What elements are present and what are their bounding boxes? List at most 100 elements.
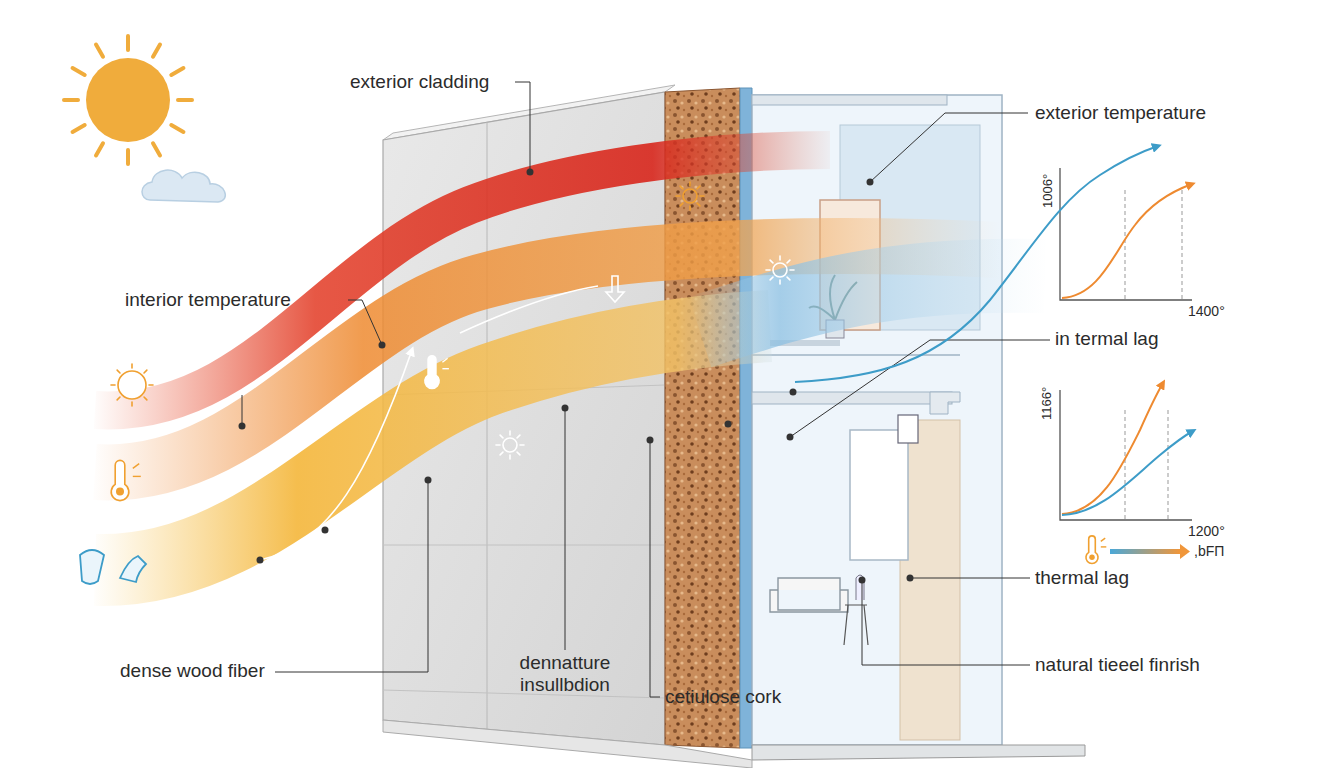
lag-chart-top-part [1062, 184, 1192, 298]
part-label: exterior cladding [350, 71, 489, 93]
sun-icon [766, 256, 794, 284]
part-label: exterior temperature [1035, 102, 1206, 124]
lag-chart-top-part [795, 146, 1158, 382]
sun-icon [111, 364, 153, 406]
sun-icon-part [149, 384, 153, 386]
lag-chart-bottom [1060, 383, 1193, 559]
lag-chart-bottom-part [1125, 410, 1126, 520]
thermometer-icon-part [1089, 555, 1095, 561]
wall-section-part [740, 88, 752, 748]
sun-rays [64, 36, 192, 164]
lag-chart-bottom-part [1180, 544, 1190, 559]
leader-dots-part [790, 389, 797, 396]
leader-lines-part [790, 340, 1050, 437]
leader-dots [239, 169, 914, 584]
sun-icon-part [697, 203, 700, 206]
sun-icon-part [131, 364, 133, 368]
heat-bands-part [606, 276, 624, 302]
fabric-icon [80, 550, 146, 584]
leader-lines-part [870, 113, 1028, 182]
sun-icon-part [697, 186, 700, 189]
part-label: interior temperature [125, 289, 291, 311]
interior-room-part [752, 95, 947, 105]
sun-icon-part [509, 455, 511, 459]
sun-rays-part [171, 68, 183, 75]
interior-room-part [844, 605, 868, 645]
part-label: dense wood fiber [120, 660, 265, 682]
part-label: natural tieeel finrish [1035, 654, 1200, 676]
sun-icon [496, 431, 524, 459]
sun-icon-part [680, 186, 683, 189]
sun-icon-part [779, 256, 781, 260]
sun-icon-part [773, 263, 787, 277]
thermometer-icon-part [133, 464, 139, 469]
lag-chart-top [795, 146, 1192, 382]
sun-icon-part [144, 397, 147, 400]
leader-lines-part [862, 580, 1030, 665]
sun-rays-part [178, 98, 192, 102]
thermometer-icon-part [442, 358, 447, 362]
interior-room-part [752, 95, 1002, 745]
leader-lines-part [515, 82, 530, 172]
sun-icon-part [770, 260, 773, 263]
thermometer-icon-part [111, 460, 129, 500]
sun-icon-part [517, 452, 520, 455]
heat-bands [95, 150, 1045, 570]
thermometer-icon-part [429, 378, 436, 385]
sun-icon-part [131, 402, 133, 406]
leader-lines-part [242, 395, 243, 426]
sun-rays-part [64, 98, 78, 102]
interior-room-part [770, 578, 848, 612]
interior-room-part [850, 430, 908, 560]
interior-room-part [930, 392, 960, 414]
leader-dots-part [725, 421, 732, 428]
leader-dots-part [562, 405, 569, 412]
sun-rays-part [73, 125, 85, 132]
lag-chart-top-part [1125, 190, 1126, 300]
thermometer-icon [1086, 536, 1106, 564]
leader-dots-part [425, 477, 432, 484]
sun-rays-part [96, 143, 103, 155]
lag-chart-top-part [1182, 190, 1183, 300]
sun-icon-part [496, 444, 500, 446]
sun-icon-part [117, 397, 120, 400]
part-label: in termal lag [1055, 328, 1159, 350]
thermometer-icon-part [425, 356, 439, 389]
thermometer-icon-part [133, 476, 141, 477]
sun-rays-part [126, 36, 130, 50]
sun-icon-part [689, 182, 691, 186]
thermometer-icon-part [1101, 546, 1107, 547]
sun-icon-part [118, 371, 146, 399]
sun-icon-part [144, 370, 147, 373]
interior-room-part [752, 745, 1085, 760]
part-label: 1200° [1188, 523, 1225, 539]
heat-bands-part [700, 276, 1045, 332]
heat-bands-part [95, 326, 770, 570]
part-label: cetiulose cork [665, 686, 781, 708]
sun-icon-part [500, 435, 503, 438]
sky-part [86, 58, 170, 142]
sun-icon-part [683, 189, 697, 203]
leader-dots-part [379, 342, 386, 349]
thermometer-icon [425, 356, 449, 389]
sun-icon-part [520, 444, 524, 446]
leader-lines-part [565, 408, 566, 650]
sun-icon-part [790, 269, 794, 271]
part-label: dennatture insullbdion [490, 652, 640, 696]
sun-icon [676, 182, 704, 210]
interior-room-part [752, 354, 960, 356]
lag-chart-bottom-part [1168, 410, 1169, 520]
leader-dots-part [867, 179, 874, 186]
leader-dots-part [239, 423, 246, 430]
sun-icon-part [680, 203, 683, 206]
leader-dots-part [907, 575, 914, 582]
sun-icon-part [117, 370, 120, 373]
sun-icon-part [787, 260, 790, 263]
lag-chart-top-part [1060, 168, 1192, 300]
leader-lines-part [650, 440, 660, 697]
sun-icon-part [779, 280, 781, 284]
weather-icons [80, 182, 1106, 584]
sun-rays-part [153, 143, 160, 155]
part-label: thermal lag [1035, 567, 1129, 589]
